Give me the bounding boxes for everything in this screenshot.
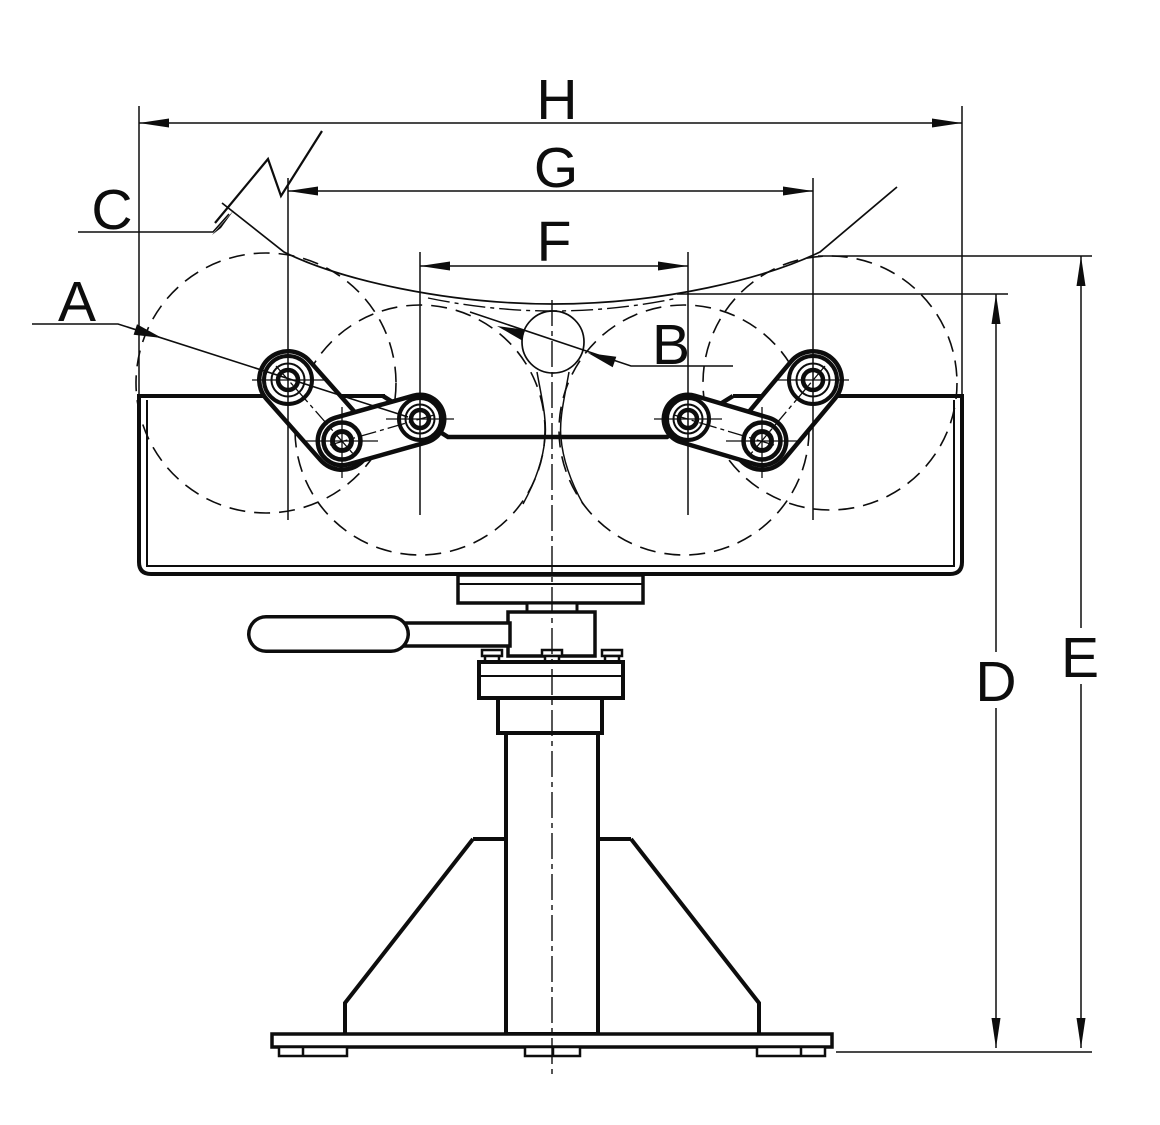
dim-label-e: E [1061, 626, 1099, 690]
dim-label-d: D [975, 650, 1016, 714]
roller-axis-ticks [252, 365, 849, 478]
roller-frame-box [137, 394, 964, 576]
large-pipe-outline [214, 130, 898, 505]
pedestal-cylinder [496, 696, 604, 735]
dim-label-c: C [91, 178, 132, 242]
leader-b [469, 311, 733, 368]
pipe-phantom-circles [135, 252, 958, 556]
handle-bar [394, 621, 512, 648]
pedestal-flange [477, 660, 625, 700]
smallest-pipe-circle [521, 310, 585, 374]
label-d-mask [978, 652, 1014, 708]
dim-label-b: B [652, 313, 690, 377]
right-large-pipe-circle [702, 255, 958, 511]
left-large-pipe-circle [135, 252, 397, 514]
dimension-lines [138, 106, 1092, 1053]
dim-label-g: G [534, 136, 578, 200]
break-line-zigzag [214, 130, 323, 224]
dim-label-a: A [58, 270, 96, 334]
frame-outer-profile [137, 394, 964, 576]
turntable-plate [456, 573, 645, 605]
rocker-arms [257, 349, 844, 472]
dim-label-h: H [536, 68, 577, 132]
pedestal-assembly [247, 573, 834, 1058]
label-e-mask [1062, 628, 1098, 684]
dimension-labels: H G F C A B D E [58, 68, 1099, 714]
callout-leaders [32, 210, 733, 418]
large-pipe-wall-arc [221, 186, 898, 305]
dim-label-f: F [537, 210, 572, 274]
frame-inner-wall-line [146, 400, 955, 567]
leader-a [32, 323, 409, 418]
leader-c [78, 210, 234, 235]
